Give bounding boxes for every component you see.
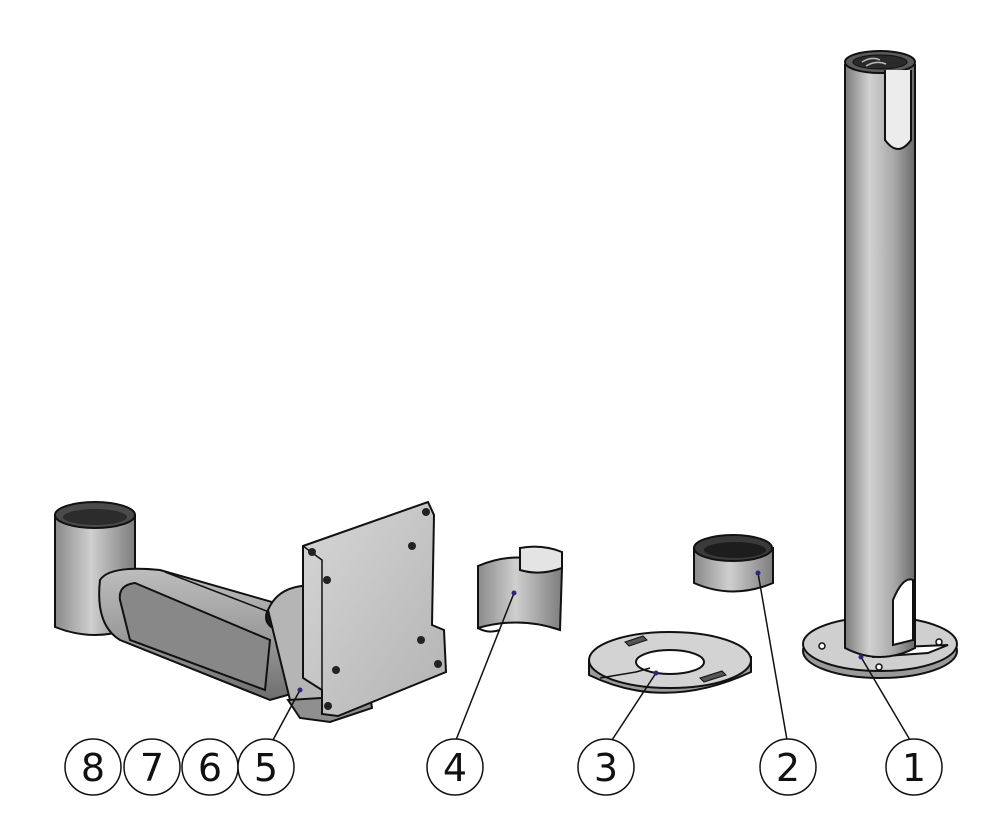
leader-2 [757, 572, 788, 741]
callout-8: 8 [64, 738, 122, 796]
leader-1 [860, 656, 911, 741]
vesa-plate [302, 500, 448, 718]
callout-3: 3 [577, 738, 635, 796]
part-2-collar [693, 534, 774, 593]
callout-1-label: 1 [902, 746, 926, 790]
callout-6-label: 6 [198, 746, 222, 790]
leader-5 [272, 689, 301, 741]
callout-2: 2 [759, 738, 817, 796]
callout-2-label: 2 [776, 746, 800, 790]
callout-7: 7 [123, 738, 181, 796]
callout-5-label: 5 [254, 746, 278, 790]
callout-8-label: 8 [81, 746, 105, 790]
callout-1: 1 [885, 738, 943, 796]
callout-7-label: 7 [140, 746, 164, 790]
callout-4: 4 [426, 738, 484, 796]
callout-5: 5 [237, 738, 295, 796]
part-1-pole [802, 50, 958, 679]
leader-lines [272, 572, 911, 741]
part-4-half-sleeve [477, 545, 564, 633]
callout-4-label: 4 [443, 746, 467, 790]
part-3-washer [588, 631, 752, 694]
pole-tube [844, 64, 916, 658]
callout-3-label: 3 [594, 746, 618, 790]
parts-5-8-arm-assembly [54, 500, 448, 724]
leader-4 [455, 592, 515, 741]
leader-3 [611, 672, 657, 741]
callout-6: 6 [181, 738, 239, 796]
